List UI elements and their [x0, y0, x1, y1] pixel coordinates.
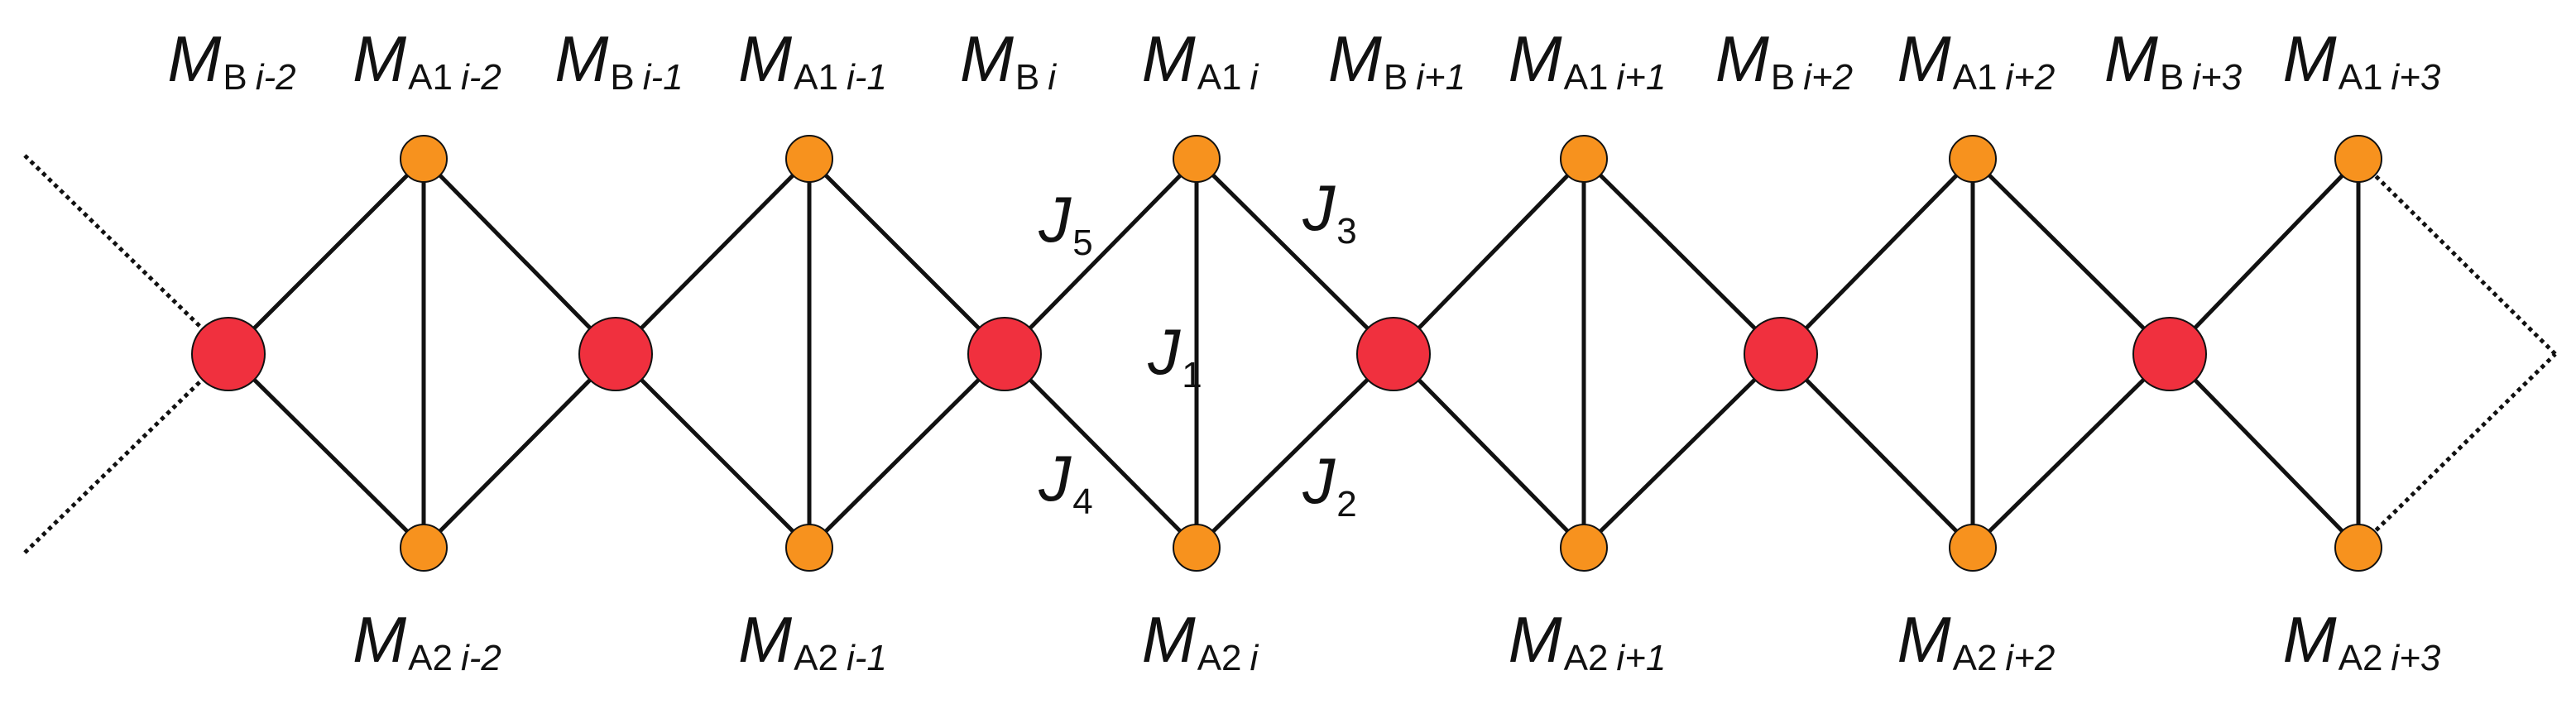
b-site-node [967, 317, 1042, 391]
chain-continuation-lines [23, 154, 2557, 554]
bond-line [422, 352, 617, 549]
bond-line [422, 157, 617, 356]
bond-line [1779, 352, 1974, 549]
a2-site-node [785, 524, 833, 572]
bond-line [1195, 157, 1395, 356]
coupling-label: J4 [1038, 442, 1092, 522]
coupling-label: J1 [1147, 315, 1202, 395]
bond-line [227, 352, 425, 549]
a1-site-node [1949, 135, 1997, 183]
bond-line [227, 157, 425, 356]
b-site-node [1356, 317, 1431, 391]
bond-lines [227, 157, 2361, 549]
bond-line [1582, 157, 1782, 356]
a1-site-node [1173, 135, 1221, 183]
b-site-node [191, 317, 266, 391]
bond-line [1392, 352, 1585, 549]
a2-site-node [1949, 524, 1997, 572]
a2-site-node [1560, 524, 1608, 572]
a1-site-node [2334, 135, 2382, 183]
coupling-label: J3 [1302, 171, 1356, 251]
bond-line [1003, 352, 1198, 549]
coupling-label: J2 [1302, 444, 1356, 524]
a2-site-node [1173, 524, 1221, 572]
dotted-continuation-line [23, 154, 230, 356]
bond-line [1779, 157, 1974, 356]
bond-line [614, 157, 811, 356]
bond-line [1971, 352, 2171, 549]
b-site-node [578, 317, 653, 391]
a1-site-node [400, 135, 448, 183]
bond-line [2168, 352, 2360, 549]
a1-site-node [1560, 135, 1608, 183]
b-site-node [2132, 317, 2207, 391]
bond-line [1582, 352, 1782, 549]
coupling-label: J5 [1038, 183, 1092, 263]
metal-sites [191, 135, 2382, 572]
b-site-node [1744, 317, 1818, 391]
dotted-continuation-line [2357, 352, 2557, 549]
a2-site-node [400, 524, 448, 572]
bond-line [808, 157, 1006, 356]
bond-line [808, 352, 1006, 549]
bond-line [1971, 157, 2171, 356]
a1-site-node [785, 135, 833, 183]
bond-line [1392, 157, 1585, 356]
bond-line [614, 352, 811, 549]
bond-line [1195, 352, 1395, 549]
dotted-continuation-line [23, 352, 230, 554]
a2-site-node [2334, 524, 2382, 572]
bond-line [2168, 157, 2360, 356]
dotted-continuation-line [2357, 157, 2557, 356]
bond-line [1003, 157, 1198, 356]
